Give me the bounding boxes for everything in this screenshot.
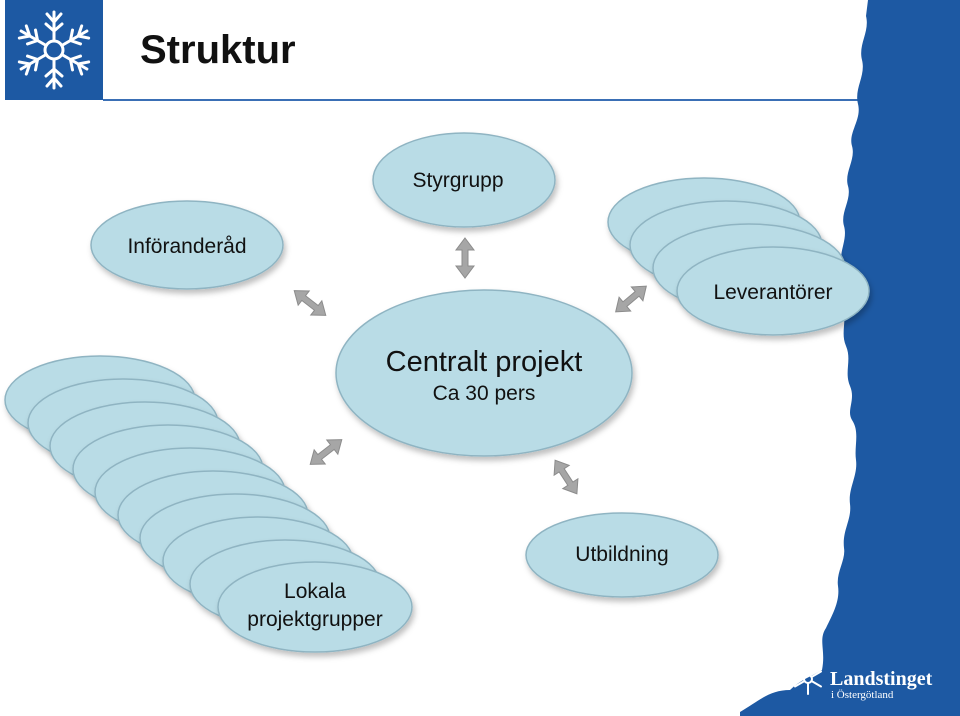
- lokala-node: [217, 561, 413, 653]
- arrow-leverantorer-central: [609, 278, 653, 320]
- page-title: Struktur: [140, 28, 296, 72]
- header-rule: [103, 99, 883, 101]
- top-left-logo-box: [5, 0, 103, 100]
- inforanderad-node: [90, 200, 284, 290]
- central-project-title: Centralt projekt: [386, 346, 583, 378]
- leverantorer-node: [676, 246, 870, 336]
- landstinget-snowflake-icon: [794, 663, 822, 695]
- styrgrupp-node: [372, 132, 556, 228]
- utbildning-node: [525, 512, 719, 598]
- arrow-styrgrupp-central: [455, 237, 475, 279]
- landstinget-brand-name: Landstinget: [830, 668, 933, 690]
- arrow-inforanderad-central: [288, 283, 332, 323]
- landstinget-logo: Landstinget i Östergötland: [794, 663, 933, 701]
- lokala-stack: [4, 355, 413, 653]
- landstinget-brand-sub: i Östergötland: [831, 689, 894, 701]
- snowflake-emblem-icon: [15, 10, 93, 90]
- leverantorer-label: Leverantörer: [713, 281, 832, 304]
- arrow-utbildning-central: [547, 454, 585, 500]
- coastline-shape: [740, 0, 960, 716]
- central-project-node: [335, 289, 633, 457]
- lokala-label-line2: projektgrupper: [247, 608, 382, 631]
- arrow-lokala-central: [304, 432, 348, 472]
- styrgrupp-label: Styrgrupp: [412, 169, 503, 192]
- lokala-label-line1: Lokala: [284, 580, 346, 603]
- inforanderad-label: Införanderåd: [127, 235, 246, 258]
- utbildning-label: Utbildning: [575, 543, 668, 566]
- central-project-subtitle: Ca 30 pers: [433, 382, 536, 405]
